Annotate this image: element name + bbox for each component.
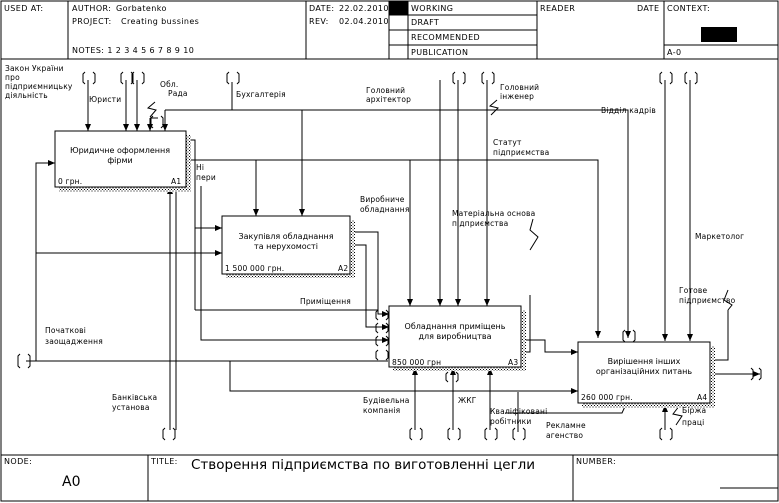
label-premises: Приміщення [300, 297, 351, 306]
rev-value: 02.04.2010 [339, 17, 389, 26]
label-bank-line1: Банківська [112, 393, 157, 402]
label-builder-line1: Будівельна [363, 396, 410, 405]
node-label: NODE: [4, 457, 32, 466]
status-working: WORKING [411, 4, 453, 13]
activity-a3[interactable]: Обладнання приміщень для виробництва 850… [388, 305, 526, 371]
diagram-title: Створення підприємства по виготовленні ц… [191, 457, 535, 473]
date-value: 22.02.2010 [339, 4, 389, 13]
used-at-label: USED AT: [4, 4, 43, 13]
label-marketer: Маркетолог [695, 232, 744, 241]
activity-a2-node: A2 [338, 264, 348, 273]
label-docs-line2: пери [196, 173, 216, 182]
activity-a1-cost: 0 грн. [58, 177, 82, 186]
activity-a4-name-line2: організаційних питань [596, 367, 692, 376]
arrow-lines [17, 71, 762, 441]
project-label: PROJECT: [72, 17, 112, 26]
label-statute-line2: підприємства [493, 148, 549, 157]
label-ready-line2: підприємство [679, 296, 736, 305]
activity-a4-cost: 260 000 грн. [581, 393, 633, 402]
activity-a1[interactable]: Юридичне оформлення фірми 0 грн. A1 [54, 130, 191, 192]
label-docs-line1: Ні [196, 163, 204, 172]
label-advert-line2: агенство [546, 431, 583, 440]
activity-a2-name-line1: Закупівля обладнання [238, 232, 333, 241]
activity-a4-node: A4 [697, 393, 707, 402]
status-draft: DRAFT [411, 18, 439, 27]
label-accounting: Бухгалтерія [236, 90, 286, 99]
label-obl-line2: Рада [168, 89, 188, 98]
label-law-line3: підприємницьку [5, 82, 73, 91]
notes: NOTES: 1 2 3 4 5 6 7 8 9 10 [72, 46, 194, 55]
activity-a2-name-line2: та нерухомості [254, 242, 318, 251]
label-bank-line2: установа [112, 403, 150, 412]
label-lawyers: Юристи [89, 95, 121, 104]
activity-a2[interactable]: Закупівля обладнання та нерухомості 1 50… [221, 215, 355, 278]
label-obl-line1: Обл. [160, 80, 179, 89]
author-label: AUTHOR: [72, 4, 111, 13]
activity-a3-name-line1: Обладнання приміщень [405, 322, 506, 331]
title-label: TITLE: [150, 457, 178, 466]
label-savings-line2: заощадження [45, 337, 103, 346]
context-node: A-0 [667, 48, 681, 57]
label-hr: Відділ кадрів [601, 106, 656, 115]
number-label: NUMBER: [576, 457, 616, 466]
label-engineer-line2: інженер [500, 92, 534, 101]
status-recommended: RECOMMENDED [411, 33, 480, 42]
arrow-label-texts: Закон України про підприємницьку діяльні… [5, 64, 744, 440]
rev-label: REV: [309, 17, 329, 26]
label-ready-line1: Готове [679, 286, 708, 295]
author-value: Gorbatenko [116, 4, 167, 13]
reader-label: READER [540, 4, 575, 13]
context-label: CONTEXT: [667, 4, 710, 13]
activity-a4[interactable]: Вирішення інших організаційних питань 26… [577, 341, 715, 408]
activity-a3-cost: 850 000 грн [392, 358, 441, 367]
activity-a3-node: A3 [508, 358, 518, 367]
node-value: A0 [62, 474, 80, 490]
label-material-line2: підприємства [452, 219, 508, 228]
label-equipment-line2: обладнання [360, 205, 410, 214]
label-savings-line1: Початкові [45, 326, 86, 335]
activity-a2-cost: 1 500 000 грн. [225, 264, 284, 273]
label-labor-line2: праці [682, 418, 704, 427]
date-label: DATE: [309, 4, 335, 13]
label-labor-line1: Біржа [682, 406, 706, 415]
label-zhkg: ЖКГ [458, 396, 477, 405]
label-engineer-line1: Головний [500, 83, 539, 92]
label-law-line1: Закон України [5, 64, 64, 73]
activity-a1-name-line2: фірми [107, 156, 132, 165]
label-material-line1: Матеріальна основа [452, 209, 535, 218]
label-architect-line1: Головний [366, 86, 405, 95]
reader-date-label: DATE [637, 4, 659, 13]
footer-frame: NODE: A0 TITLE: Створення підприємства п… [1, 454, 778, 501]
label-architect-line2: архітектор [366, 95, 411, 104]
header-text: USED AT: AUTHOR: Gorbatenko PROJECT: Cre… [4, 4, 710, 57]
activity-a1-node: A1 [171, 177, 181, 186]
activity-a4-name-line1: Вирішення інших [608, 357, 681, 366]
activity-a3-name-line2: для виробництва [419, 332, 492, 341]
label-builder-line2: компанія [363, 406, 400, 415]
label-law-line4: діяльність [5, 91, 48, 100]
label-workers-line1: Кваліфіковані [490, 407, 547, 416]
label-equipment-line1: Виробниче [360, 195, 405, 204]
status-publication: PUBLICATION [411, 48, 468, 57]
activity-a1-name-line1: Юридичне оформлення [70, 146, 170, 155]
label-advert-line1: Рекламне [546, 421, 586, 430]
project-value: Creating bussines [121, 17, 199, 26]
label-workers-line2: робітники [490, 417, 531, 426]
label-statute-line1: Статут [493, 138, 522, 147]
label-law-line2: про [5, 73, 20, 82]
context-thumbnail [701, 27, 737, 42]
